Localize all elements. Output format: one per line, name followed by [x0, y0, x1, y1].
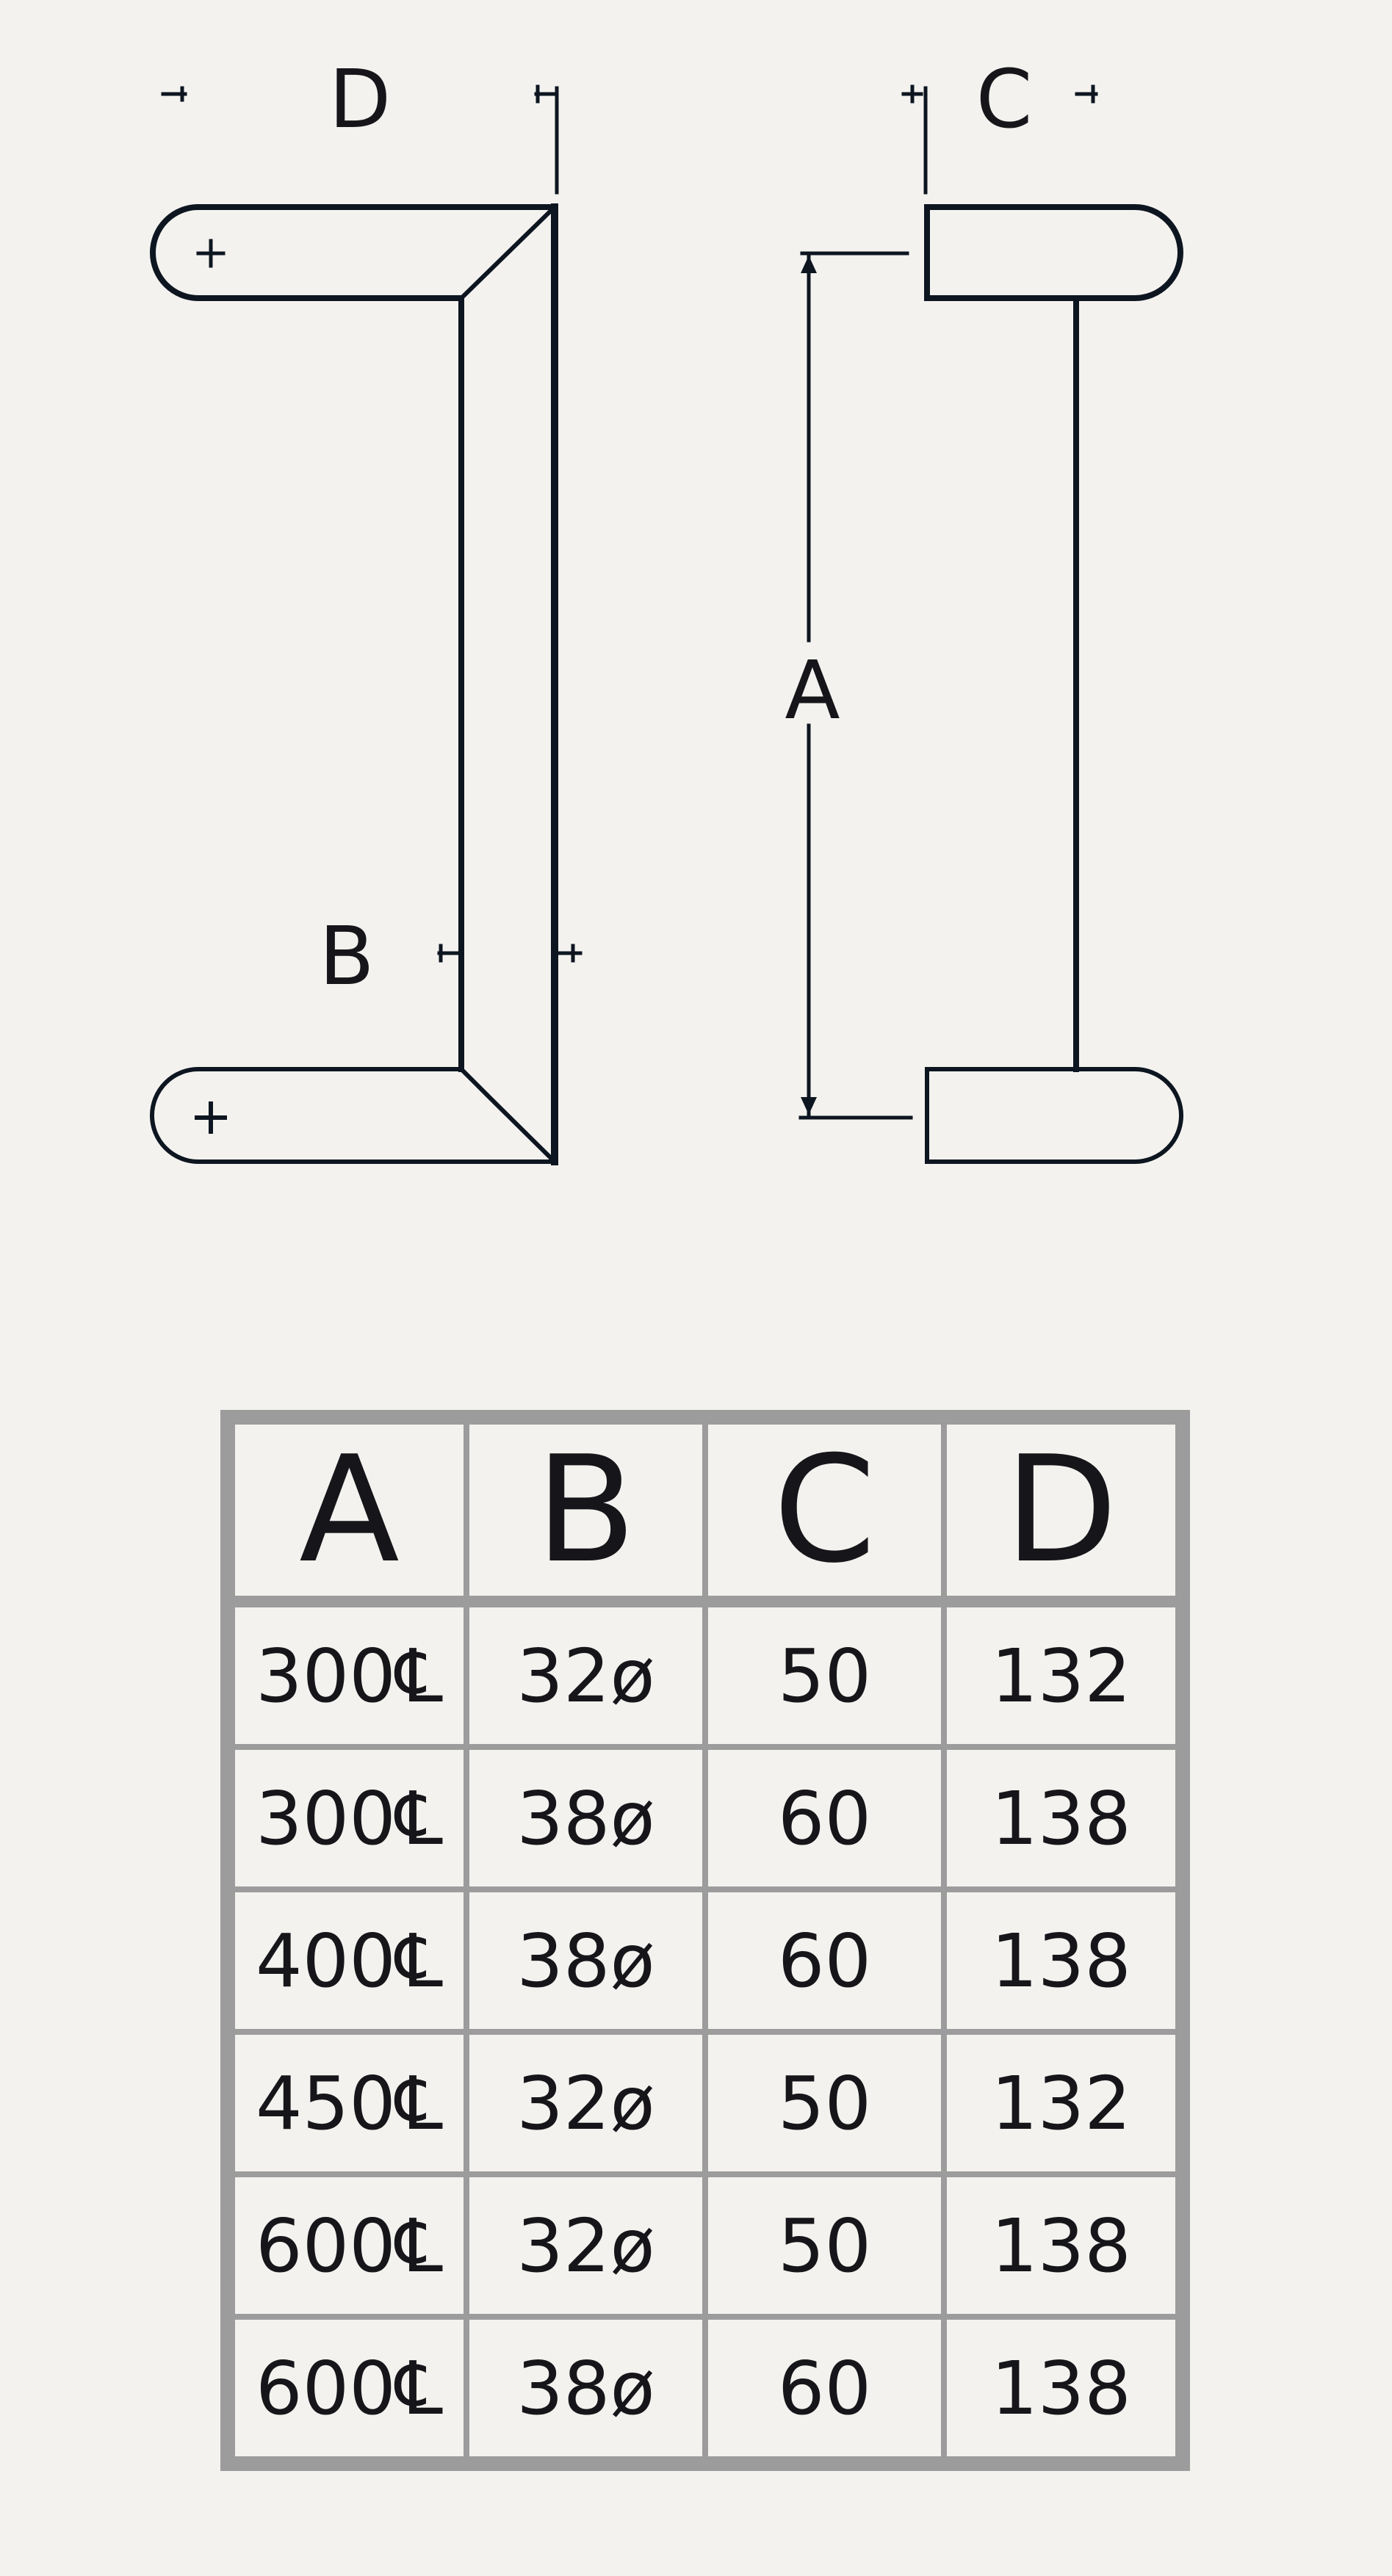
side-view	[798, 84, 1183, 1164]
dimension-c	[901, 84, 1098, 195]
cell-a: 600℄	[225, 2314, 469, 2467]
table-header-row: A B C D	[225, 1414, 1186, 1607]
table-row: 300℄ 38ø 60 138	[225, 1744, 1186, 1892]
cell-b: 32ø	[464, 2029, 708, 2177]
table-row: 600℄ 32ø 50 138	[225, 2171, 1186, 2320]
dimension-b	[437, 944, 583, 963]
cell-c: 60	[702, 1744, 947, 1892]
cell-b: 38ø	[464, 1886, 708, 2035]
dimension-table: A B C D 300℄ 32ø 50 132 300℄ 38ø 60 138 …	[220, 1410, 1190, 2471]
cell-d: 138	[941, 1886, 1186, 2035]
cell-d: 132	[941, 2029, 1186, 2177]
front-top-arm	[150, 204, 558, 301]
label-a: A	[785, 643, 840, 737]
table-row: 600℄ 38ø 60 138	[225, 2314, 1186, 2467]
cell-a: 400℄	[225, 1886, 469, 2035]
cell-d: 138	[941, 2171, 1186, 2320]
front-view	[150, 84, 583, 1165]
header-b: B	[464, 1414, 708, 1607]
cell-c: 60	[702, 2314, 947, 2467]
cell-d: 138	[941, 2314, 1186, 2467]
front-top-screw-icon	[196, 239, 226, 268]
table-row: 300℄ 32ø 50 132	[225, 1599, 1186, 1750]
cell-b: 38ø	[464, 2314, 708, 2467]
cell-d: 132	[941, 1599, 1186, 1750]
dimension-a	[798, 251, 913, 1120]
header-c: C	[702, 1414, 947, 1607]
label-d: D	[328, 52, 392, 146]
label-c: C	[976, 52, 1033, 146]
cell-c: 50	[702, 1599, 947, 1750]
cell-c: 60	[702, 1886, 947, 2035]
cell-a: 300℄	[225, 1744, 469, 1892]
cell-a: 300℄	[225, 1599, 469, 1750]
cell-a: 450℄	[225, 2029, 469, 2177]
dimension-d	[161, 84, 559, 195]
cell-a: 600℄	[225, 2171, 469, 2320]
cell-d: 138	[941, 1744, 1186, 1892]
table-row: 400℄ 38ø 60 138	[225, 1886, 1186, 2035]
handle-technical-drawing	[150, 84, 1183, 1165]
dimension-a-bottom-arrow-icon	[801, 1097, 817, 1115]
front-top-miter	[458, 203, 558, 302]
front-bottom-miter	[458, 1066, 558, 1165]
front-bottom-screw-icon	[195, 1101, 227, 1134]
header-a: A	[225, 1414, 469, 1607]
side-bottom-post	[925, 1067, 1183, 1164]
table-row: 450℄ 32ø 50 132	[225, 2029, 1186, 2177]
cell-c: 50	[702, 2171, 947, 2320]
cell-b: 32ø	[464, 1599, 708, 1750]
cell-b: 32ø	[464, 2171, 708, 2320]
dimension-a-top-arrow-icon	[801, 256, 817, 273]
cell-c: 50	[702, 2029, 947, 2177]
front-bottom-arm	[150, 1067, 557, 1164]
side-top-post	[924, 204, 1183, 301]
header-d: D	[941, 1414, 1186, 1607]
label-b: B	[319, 909, 375, 1003]
cell-b: 38ø	[464, 1744, 708, 1892]
